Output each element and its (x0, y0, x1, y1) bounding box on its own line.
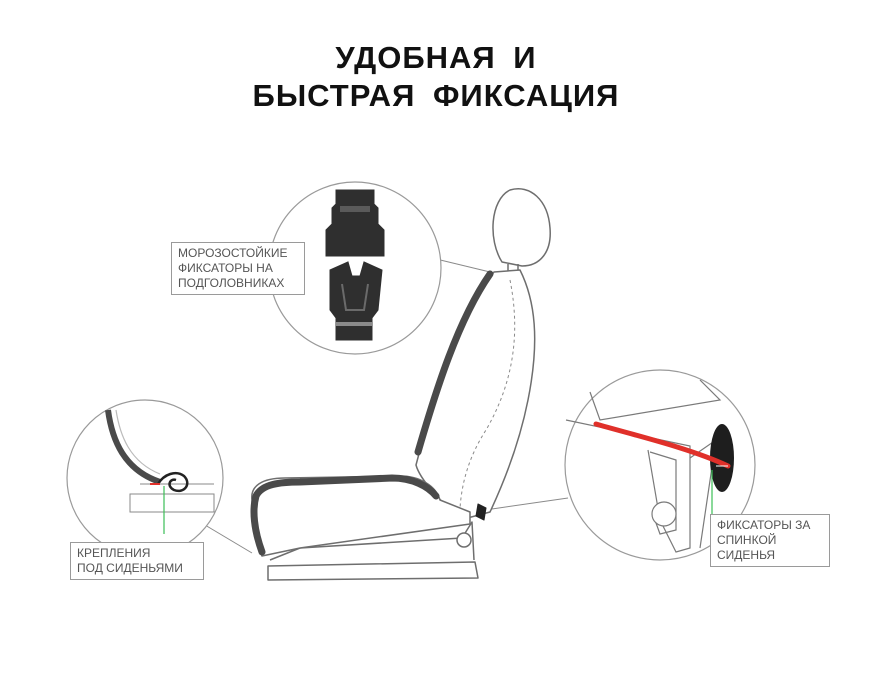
backrest-piping (414, 270, 494, 456)
seat-piping (250, 474, 440, 556)
callout-behind-back-line-1: ФИКСАТОРЫ ЗА (717, 518, 811, 532)
red-strap (593, 421, 731, 469)
page-title-line-2: БЫСТРАЯ ФИКСАЦИЯ (252, 78, 620, 113)
callout-headrest-line-1: МОРОЗОСТОЙКИЕ (178, 246, 288, 260)
under-seat-detail (66, 399, 224, 557)
back-fastener-dot (475, 503, 487, 521)
back-fastener (710, 424, 734, 492)
seat-rail (267, 561, 479, 581)
callout-behind-back-line-2: СПИНКОЙ (717, 533, 777, 547)
recliner-knob (456, 532, 472, 548)
callout-headrest-line-2: ФИКСАТОРЫ НА (178, 261, 273, 275)
car-seat (250, 188, 551, 581)
page-title-line-1: УДОБНАЯ И (335, 40, 537, 75)
callout-headrest-line-3: ПОДГОЛОВНИКАХ (178, 276, 285, 290)
callout-behind-back-line-3: СИДЕНЬЯ (717, 548, 776, 562)
callout-under-seat-line-1: КРЕПЛЕНИЯ (77, 546, 151, 560)
headrest-detail (268, 181, 442, 355)
hook-fastener (156, 472, 189, 493)
callout-under-seat-fasteners: КРЕПЛЕНИЯ ПОД СИДЕНЬЯМИ (70, 542, 204, 580)
callout-headrest-fasteners: МОРОЗОСТОЙКИЕ ФИКСАТОРЫ НА ПОДГОЛОВНИКАХ (171, 242, 305, 295)
behind-back-detail (564, 369, 756, 561)
callout-under-seat-line-2: ПОД СИДЕНЬЯМИ (77, 561, 183, 575)
callout-connectors (204, 257, 569, 554)
callout-behind-back-fasteners: ФИКСАТОРЫ ЗА СПИНКОЙ СИДЕНЬЯ (710, 514, 830, 567)
headrest (492, 188, 551, 267)
buckle-bottom (329, 261, 383, 341)
